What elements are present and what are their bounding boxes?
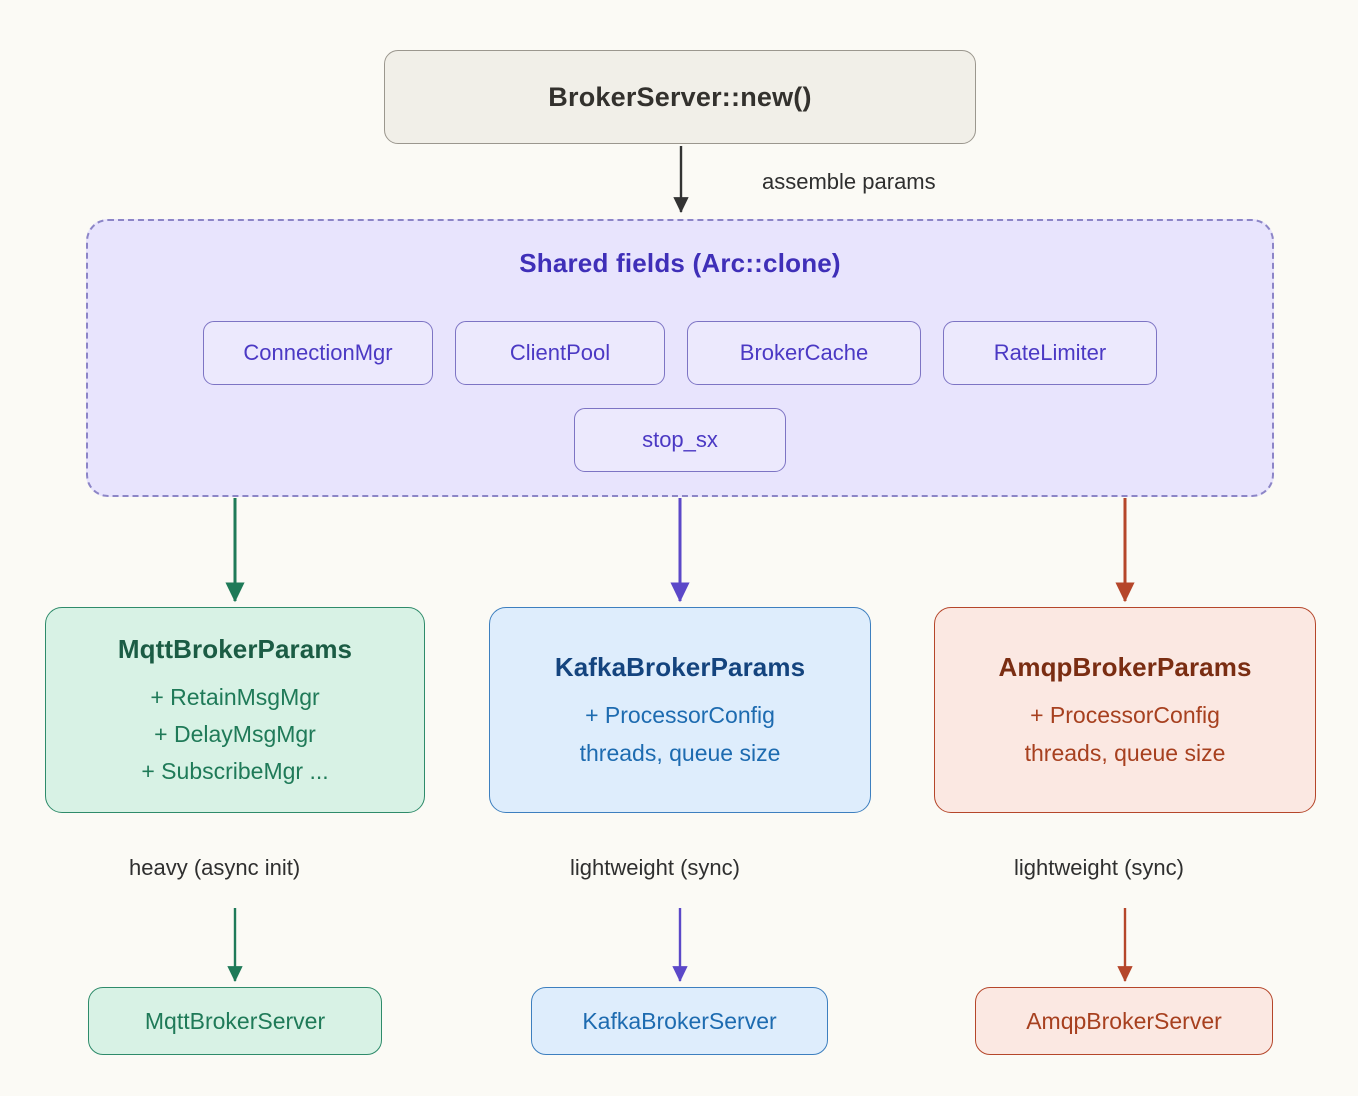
chip-client-pool[interactable]: ClientPool <box>455 321 665 385</box>
node-line-1: + RetainMsgMgr <box>150 683 320 710</box>
chip-stop-sx[interactable]: stop_sx <box>574 408 786 472</box>
edge-label-amqp-lightweight: lightweight (sync) <box>1014 855 1184 880</box>
chip-connection-mgr[interactable]: ConnectionMgr <box>203 321 433 385</box>
node-amqp-broker-params[interactable]: AmqpBrokerParams + ProcessorConfig threa… <box>934 607 1316 813</box>
node-line-2: threads, queue size <box>1024 739 1226 766</box>
node-line-1: + ProcessorConfig <box>585 702 775 729</box>
shared-chips-row-2: stop_sx <box>88 408 1272 472</box>
shared-fields-group: Shared fields (Arc::clone) ConnectionMgr… <box>86 219 1274 497</box>
node-kafka-broker-server[interactable]: KafkaBrokerServer <box>531 987 828 1055</box>
node-mqtt-broker-params[interactable]: MqttBrokerParams + RetainMsgMgr + DelayM… <box>45 607 425 813</box>
node-amqp-broker-server[interactable]: AmqpBrokerServer <box>975 987 1273 1055</box>
node-title: MqttBrokerParams <box>117 633 353 664</box>
node-kafka-broker-params[interactable]: KafkaBrokerParams + ProcessorConfig thre… <box>489 607 871 813</box>
node-line-2: threads, queue size <box>579 739 781 766</box>
edge-label-mqtt-heavy: heavy (async init) <box>129 855 301 880</box>
node-label: AmqpBrokerServer <box>1026 1007 1222 1034</box>
node-title: KafkaBrokerParams <box>554 652 806 683</box>
node-label: BrokerServer::new() <box>548 81 812 112</box>
shared-chips-row-1: ConnectionMgr ClientPool BrokerCache Rat… <box>88 321 1272 385</box>
edge-label-kafka-lightweight: lightweight (sync) <box>570 855 740 880</box>
shared-fields-title: Shared fields (Arc::clone) <box>519 248 841 278</box>
node-line-2: + DelayMsgMgr <box>154 720 316 747</box>
node-label: KafkaBrokerServer <box>582 1007 777 1034</box>
node-title: AmqpBrokerParams <box>998 652 1252 683</box>
node-broker-server-new[interactable]: BrokerServer::new() <box>384 50 976 144</box>
node-line-3: + SubscribeMgr ... <box>141 758 329 785</box>
node-label: MqttBrokerServer <box>144 1007 326 1034</box>
chip-broker-cache[interactable]: BrokerCache <box>687 321 921 385</box>
node-line-1: + ProcessorConfig <box>1030 702 1220 729</box>
chip-rate-limiter[interactable]: RateLimiter <box>943 321 1157 385</box>
edge-label-assemble-params: assemble params <box>762 169 936 194</box>
node-mqtt-broker-server[interactable]: MqttBrokerServer <box>88 987 382 1055</box>
